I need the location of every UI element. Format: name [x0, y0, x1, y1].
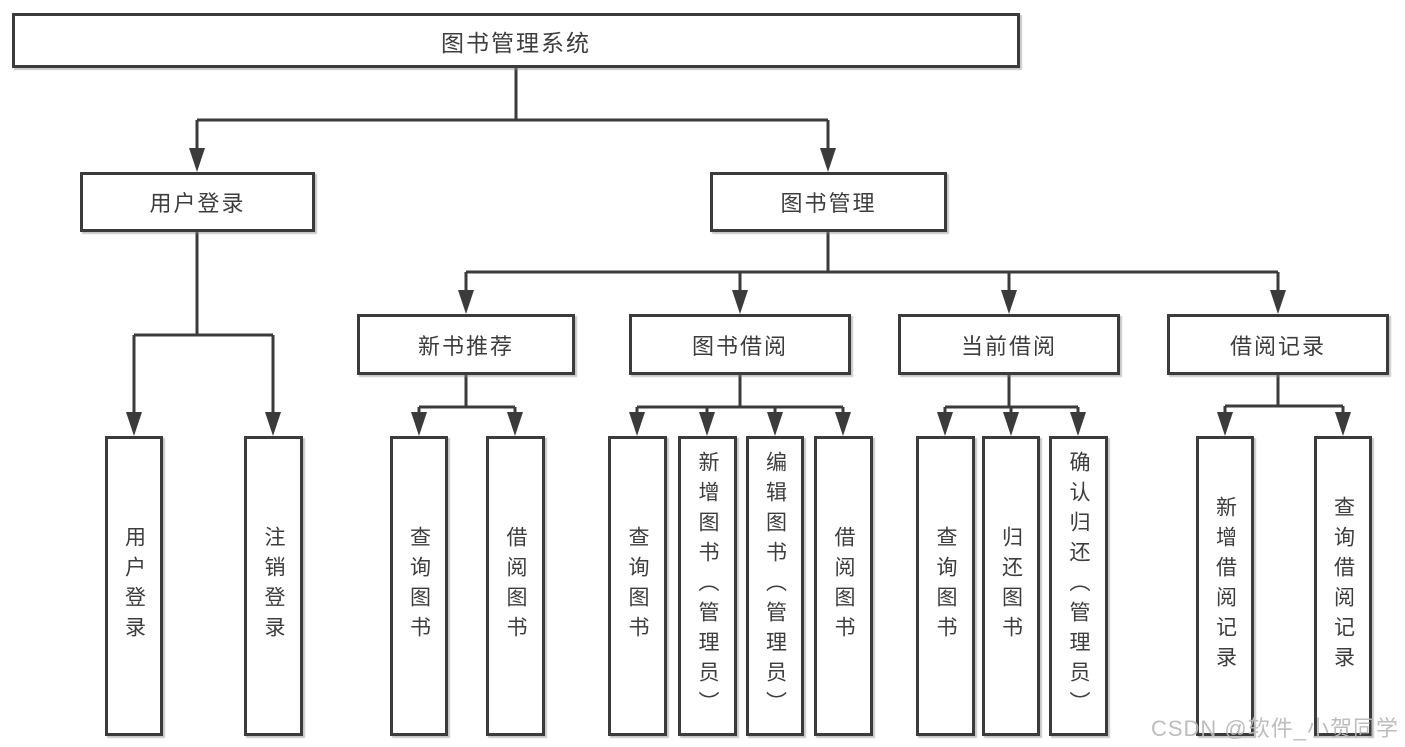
node-label: 新书推荐	[417, 333, 514, 359]
node-new-book-recommend: 新书推荐	[357, 314, 575, 375]
leaf-query-borrow-record: 查询借阅记录	[1314, 436, 1372, 736]
node-label: 图书借阅	[691, 333, 788, 359]
node-label: 查询图书	[934, 526, 957, 646]
node-label: 图书管理	[780, 191, 877, 216]
leaf-newbook-query-books: 查询图书	[390, 436, 448, 736]
node-label: 借阅图书	[832, 526, 855, 646]
leaf-current-query-books: 查询图书	[916, 436, 975, 736]
leaf-edit-book-admin: 编辑图书（管理员）	[746, 436, 804, 736]
csdn-watermark: CSDN @软件_小贺同学	[1150, 716, 1399, 741]
leaf-newbook-borrow-books: 借阅图书	[486, 436, 545, 736]
leaf-borrow-borrow-books: 借阅图书	[814, 436, 873, 736]
node-borrow-records: 借阅记录	[1167, 314, 1389, 375]
node-current-borrow: 当前借阅	[898, 314, 1120, 375]
leaf-add-borrow-record: 新增借阅记录	[1196, 436, 1254, 736]
leaf-logout: 注销登录	[244, 436, 303, 736]
node-label: 查询图书	[626, 526, 649, 646]
node-label: 借阅图书	[504, 526, 527, 646]
node-label: 注销登录	[262, 526, 285, 646]
node-label: 编辑图书（管理员）	[763, 451, 787, 721]
leaf-add-book-admin: 新增图书（管理员）	[678, 436, 737, 736]
leaf-borrow-query-books: 查询图书	[608, 436, 667, 736]
node-label: 图书管理系统	[441, 29, 591, 56]
node-label: 查询图书	[407, 526, 431, 646]
leaf-return-books: 归还图书	[982, 436, 1040, 736]
node-label: 确认归还（管理员）	[1067, 451, 1090, 721]
node-label: 用户登录	[122, 526, 146, 646]
node-label: 新增借阅记录	[1213, 496, 1237, 676]
node-label: 归还图书	[999, 526, 1023, 646]
leaf-confirm-return-admin: 确认归还（管理员）	[1049, 436, 1108, 736]
node-label: 当前借阅	[960, 333, 1057, 359]
node-label: 查询借阅记录	[1331, 496, 1355, 676]
node-user-login: 用户登录	[80, 172, 315, 232]
node-root-system: 图书管理系统	[12, 13, 1020, 68]
node-book-management: 图书管理	[710, 172, 947, 232]
leaf-user-login: 用户登录	[105, 436, 163, 736]
arrowheads	[126, 148, 1351, 436]
node-label: 借阅记录	[1229, 333, 1326, 359]
node-book-borrow: 图书借阅	[629, 314, 851, 375]
node-label: 新增图书（管理员）	[696, 451, 719, 721]
node-label: 用户登录	[149, 191, 246, 216]
